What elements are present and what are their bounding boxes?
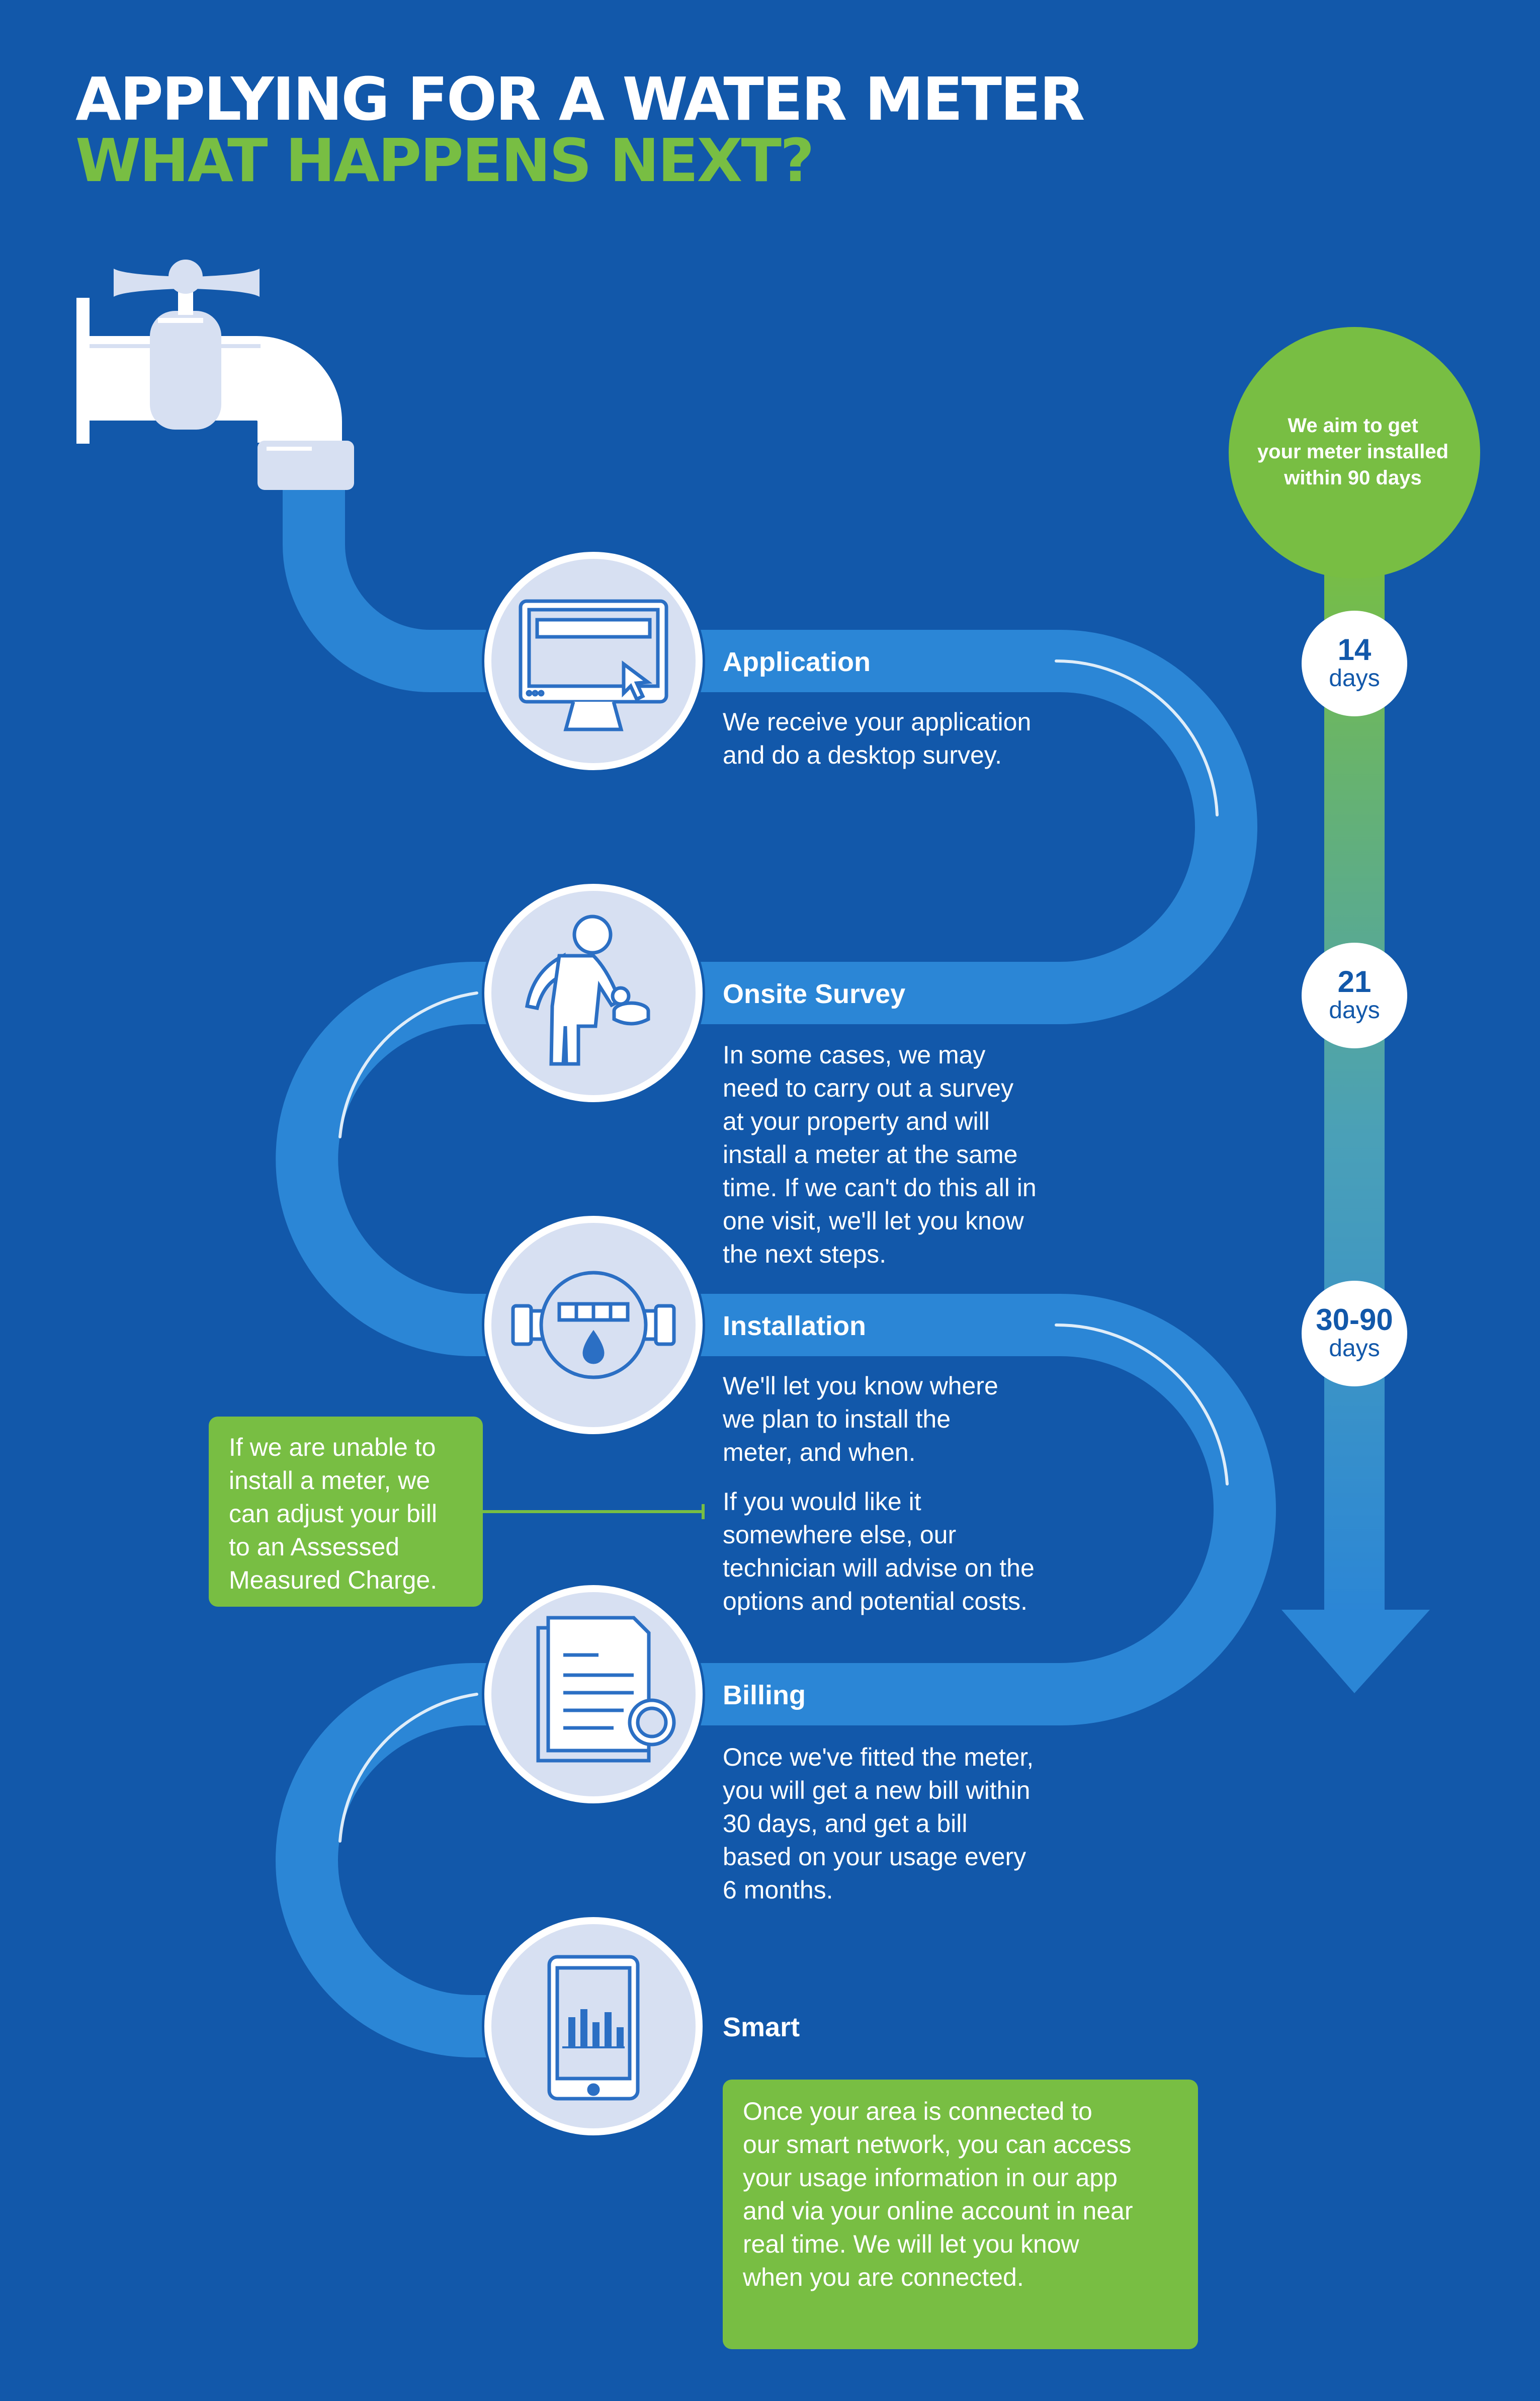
marker-unit: days	[1329, 997, 1380, 1024]
bill-document-icon	[536, 1616, 676, 1763]
step-title-installation: Installation	[723, 1311, 867, 1341]
timeline-marker: 14 days	[1302, 611, 1407, 716]
marker-value: 14	[1337, 633, 1372, 667]
side-note-box: If we are unable to install a meter, we …	[209, 1417, 483, 1607]
pipe-highlights	[338, 659, 1229, 1843]
timeline-bar	[1229, 327, 1480, 1693]
step-title-smart: Smart	[723, 2012, 800, 2042]
marker-value: 21	[1337, 965, 1372, 999]
computer-monitor-icon	[519, 599, 668, 731]
step-description-installation-extra: If you would like it somewhere else, our…	[723, 1487, 1035, 1615]
step-description-onsite-survey: In some cases, we may need to carry out …	[723, 1041, 1037, 1268]
surveyor-icon	[525, 915, 650, 1066]
water-meter-icon	[511, 1271, 676, 1379]
timeline-marker: 30-90 days	[1302, 1281, 1407, 1386]
step-title-application: Application	[723, 647, 871, 677]
side-note-connector	[483, 1504, 705, 1519]
step-description-installation: We'll let you know where we plan to inst…	[723, 1372, 998, 1466]
step-description-billing: Once we've fitted the meter, you will ge…	[723, 1743, 1034, 1904]
smart-info-box: Once your area is connected to our smart…	[723, 2080, 1198, 2349]
timeline-aim-text: We aim to get your meter installed withi…	[1257, 415, 1449, 489]
page-title: APPLYING FOR A WATER METER	[75, 64, 1085, 134]
marker-unit: days	[1329, 665, 1380, 692]
tap-icon	[76, 260, 354, 490]
marker-value: 30-90	[1316, 1303, 1393, 1337]
timeline-marker: 21 days	[1302, 943, 1407, 1048]
step-title-billing: Billing	[723, 1680, 806, 1710]
step-description-application: We receive your application and do a des…	[723, 708, 1032, 769]
page-subtitle: WHAT HAPPENS NEXT?	[75, 126, 814, 195]
step-title-onsite-survey: Onsite Survey	[723, 979, 906, 1009]
marker-unit: days	[1329, 1335, 1380, 1362]
pipe-path	[276, 490, 1276, 2057]
smartphone-chart-icon	[547, 1955, 640, 2101]
